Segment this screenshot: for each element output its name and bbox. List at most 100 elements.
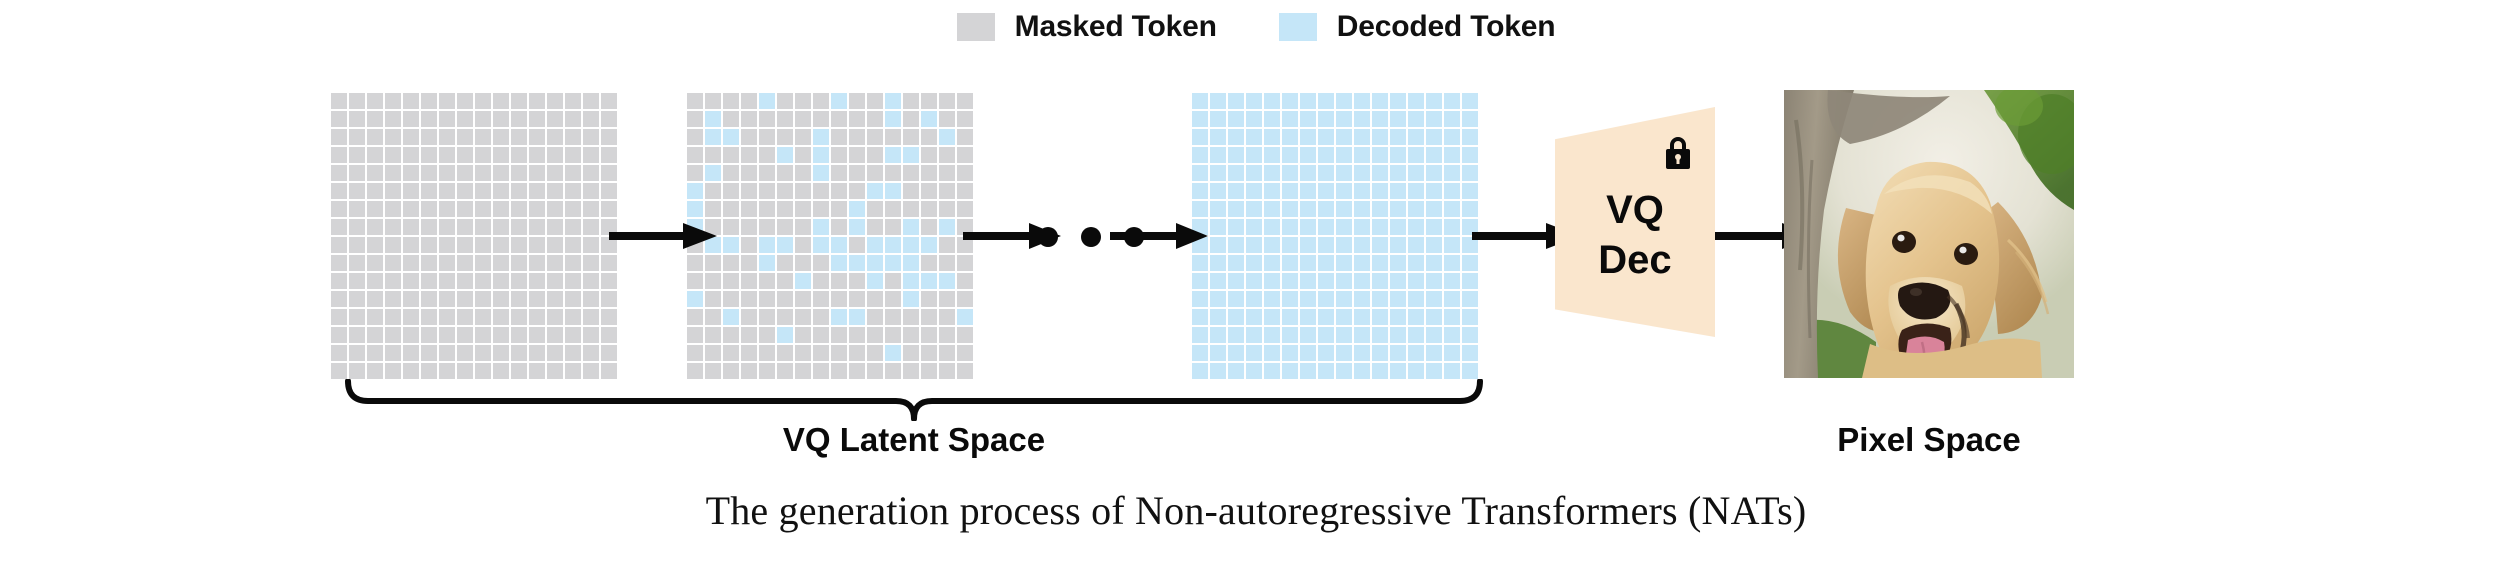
masked-token-cell <box>331 309 347 325</box>
decoded-token-cell <box>1372 165 1388 181</box>
decoded-token-cell <box>1210 183 1226 199</box>
masked-token-cell <box>601 309 617 325</box>
decoded-token-cell <box>1462 345 1478 361</box>
masked-token-cell <box>421 111 437 127</box>
masked-token-cell <box>867 363 883 379</box>
decoded-token-cell <box>1372 183 1388 199</box>
masked-token-cell <box>475 363 491 379</box>
decoded-token-cell <box>1426 111 1442 127</box>
decoded-token-cell <box>1408 93 1424 109</box>
decoded-token-cell <box>1246 219 1262 235</box>
decoded-token-cell <box>1462 237 1478 253</box>
masked-token-cell <box>403 345 419 361</box>
masked-token-cell <box>601 255 617 271</box>
decoded-token-cell <box>1462 147 1478 163</box>
decoded-token-cell <box>1300 129 1316 145</box>
vq-latent-space-brace <box>345 379 1483 421</box>
decoded-token-cell <box>1318 93 1334 109</box>
masked-token-cell <box>885 327 901 343</box>
masked-token-cell <box>795 111 811 127</box>
masked-token-cell <box>831 183 847 199</box>
masked-token-cell <box>529 147 545 163</box>
masked-token-cell <box>331 291 347 307</box>
masked-token-cell <box>331 147 347 163</box>
masked-token-cell <box>759 183 775 199</box>
decoded-token-cell <box>1444 363 1460 379</box>
decoded-token-cell <box>1246 237 1262 253</box>
masked-token-cell <box>457 237 473 253</box>
decoded-token-cell <box>885 237 901 253</box>
legend-label-decoded-token: Decoded Token <box>1336 10 1556 43</box>
masked-token-cell <box>831 129 847 145</box>
masked-token-cell <box>493 291 509 307</box>
masked-token-cell <box>759 345 775 361</box>
decoded-token-cell <box>903 147 919 163</box>
decoded-token-cell <box>1246 183 1262 199</box>
masked-token-cell <box>583 363 599 379</box>
decoded-token-cell <box>1210 201 1226 217</box>
decoded-token-cell <box>1390 363 1406 379</box>
masked-token-cell <box>813 183 829 199</box>
decoded-token-cell <box>1336 183 1352 199</box>
masked-token-cell <box>457 129 473 145</box>
decoded-token-cell <box>1282 201 1298 217</box>
decoded-token-cell <box>1354 129 1370 145</box>
masked-token-cell <box>831 345 847 361</box>
decoded-token-cell <box>1228 309 1244 325</box>
vq-decoder-block: VQ Dec <box>1555 107 1715 337</box>
masked-token-cell <box>529 327 545 343</box>
masked-token-cell <box>511 201 527 217</box>
arrow-icon-1 <box>609 223 717 249</box>
masked-token-cell <box>741 237 757 253</box>
masked-token-cell <box>723 147 739 163</box>
masked-token-cell <box>813 273 829 289</box>
decoded-token-cell <box>1354 201 1370 217</box>
decoded-token-cell <box>1192 345 1208 361</box>
decoded-token-cell <box>1462 363 1478 379</box>
masked-token-cell <box>849 363 865 379</box>
masked-token-cell <box>421 129 437 145</box>
masked-token-cell <box>493 183 509 199</box>
decoded-token-cell <box>1210 345 1226 361</box>
decoded-token-cell <box>1354 345 1370 361</box>
masked-token-cell <box>439 129 455 145</box>
decoded-token-cell <box>1264 147 1280 163</box>
decoded-token-cell <box>867 273 883 289</box>
masked-token-cell <box>475 165 491 181</box>
masked-token-cell <box>741 345 757 361</box>
masked-token-cell <box>565 291 581 307</box>
masked-token-cell <box>705 291 721 307</box>
masked-token-cell <box>687 93 703 109</box>
decoded-token-cell <box>939 129 955 145</box>
decoded-token-cell <box>1408 291 1424 307</box>
masked-token-cell <box>439 93 455 109</box>
masked-token-cell <box>759 363 775 379</box>
decoded-token-cell <box>903 273 919 289</box>
decoded-token-cell <box>1336 93 1352 109</box>
decoded-token-cell <box>1444 219 1460 235</box>
masked-token-cell <box>349 309 365 325</box>
decoded-token-cell <box>1192 363 1208 379</box>
decoded-token-cell <box>1354 93 1370 109</box>
masked-token-cell <box>795 237 811 253</box>
masked-token-cell <box>349 111 365 127</box>
decoded-token-cell <box>777 237 793 253</box>
figure-caption: The generation process of Non-autoregres… <box>705 488 1807 533</box>
masked-token-cell <box>529 291 545 307</box>
masked-token-cell <box>795 309 811 325</box>
masked-token-cell <box>403 201 419 217</box>
decoded-token-cell <box>1390 309 1406 325</box>
decoded-token-cell <box>1354 291 1370 307</box>
masked-token-cell <box>475 345 491 361</box>
masked-token-cell <box>565 111 581 127</box>
masked-token-cell <box>777 219 793 235</box>
masked-token-cell <box>331 345 347 361</box>
decoded-token-cell <box>1426 129 1442 145</box>
masked-token-cell <box>367 255 383 271</box>
decoded-token-cell <box>687 201 703 217</box>
masked-token-cell <box>457 327 473 343</box>
masked-token-cell <box>759 219 775 235</box>
masked-token-cell <box>957 291 973 307</box>
decoded-token-cell <box>1282 219 1298 235</box>
masked-token-cell <box>403 273 419 289</box>
